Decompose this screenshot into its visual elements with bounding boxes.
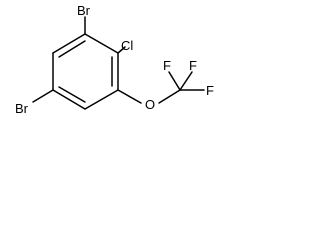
atom-f-top-left-label: F [163,58,171,73]
atom-br-top-label: Br [77,3,91,18]
atom-f-right-label: F [206,83,214,98]
bond-ring-c3-c4 [84,89,119,110]
bond-c3-o [117,89,142,104]
atom-f-top-right-label: F [189,58,197,73]
bond-cf3-f-top-right [179,71,193,91]
bond-o-cf3 [158,89,181,104]
bond-ring-c1-c2 [84,33,119,54]
bond-c2-cl [117,46,126,54]
atom-br-bottom-label: Br [15,101,29,116]
bond-ring-c4-c5-inner [58,86,86,103]
atom-cl-label: Cl [121,38,133,53]
bond-ring-c6-c1-inner [58,40,86,58]
chemical-structure-diagram: Br Cl Br O F F F [15,3,214,116]
bond-ring-c4-c5 [52,89,86,110]
bond-c5-br-bottom [32,89,54,103]
bond-cf3-f-top-left [168,71,181,91]
atom-o-label: O [145,97,155,112]
bond-ring-c6-c1 [52,33,86,54]
